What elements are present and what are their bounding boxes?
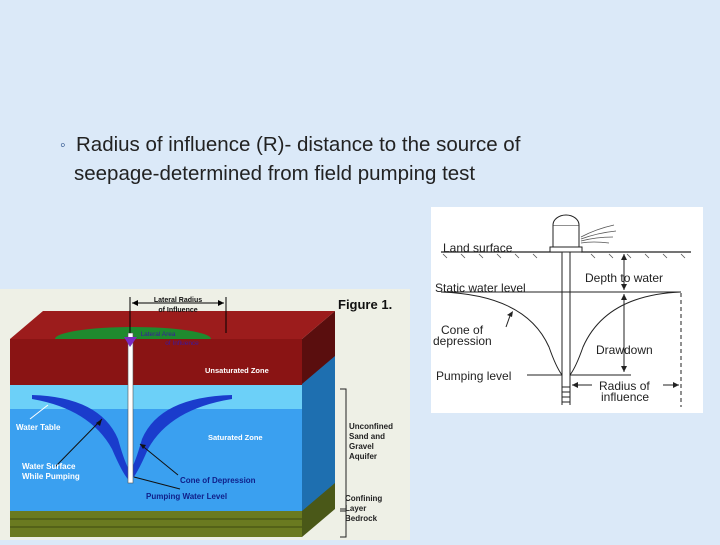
water-table-label: Water Table — [16, 423, 61, 432]
land-surface-label: Land surface — [443, 241, 513, 255]
while-pumping-label: While Pumping — [22, 472, 80, 481]
cone-of-depression-label: Cone of Depression — [180, 476, 256, 485]
confining-label-1: Confining — [345, 494, 382, 503]
bullet-point: ◦ Radius of influence (R)- distance to th… — [60, 131, 680, 188]
drawdown-label: Drawdown — [596, 343, 653, 357]
of-influence-label: of Influence — [158, 307, 197, 314]
pumping-water-level-label: Pumping Water Level — [146, 492, 227, 501]
confining-label-2: Layer — [345, 504, 366, 513]
static-water-level-label: Static water level — [435, 281, 526, 295]
confining-label-3: Bedrock — [345, 514, 378, 523]
depth-to-water-label: Depth to water — [585, 271, 663, 285]
bullet-icon: ◦ — [60, 137, 66, 154]
aquifer-label-2: Sand and — [349, 432, 385, 441]
water-surface-label: Water Surface — [22, 462, 76, 471]
pumping-level-label: Pumping level — [436, 369, 511, 383]
depression-label: depression — [433, 334, 492, 348]
bullet-line-2: seepage-determined from field pumping te… — [74, 162, 476, 185]
well-cross-section-svg: Land surface Static water level Cone of … — [431, 207, 703, 413]
aquifer-label-3: Gravel — [349, 442, 374, 451]
of-influence-2-label: of Influence — [165, 340, 199, 347]
well-cross-section: Land surface Static water level Cone of … — [431, 207, 703, 413]
cone-of-depression — [32, 395, 232, 481]
water-spray-icon — [580, 224, 617, 244]
aquifer-diagram: Figure 1. Lateral Radius of Influence La… — [0, 289, 410, 540]
aquifer-diagram-svg: Figure 1. Lateral Radius of Influence La… — [0, 289, 410, 540]
lateral-area-label: Lateral Area — [140, 331, 175, 338]
influence-label: influence — [601, 390, 649, 404]
saturated-zone-label: Saturated Zone — [208, 433, 263, 442]
figure-title: Figure 1. — [338, 297, 392, 312]
aquifer-label-1: Unconfined — [349, 422, 393, 431]
cone-of-label: Cone of — [441, 323, 484, 337]
lateral-radius-label: Lateral Radius — [154, 297, 202, 304]
bullet-line-1: Radius of influence (R)- distance to the… — [76, 133, 521, 156]
unsaturated-zone-label: Unsaturated Zone — [205, 366, 269, 375]
radius-of-label: Radius of — [599, 379, 650, 393]
drawdown-cone — [440, 291, 563, 376]
aquifer-label-4: Aquifer — [349, 452, 377, 461]
